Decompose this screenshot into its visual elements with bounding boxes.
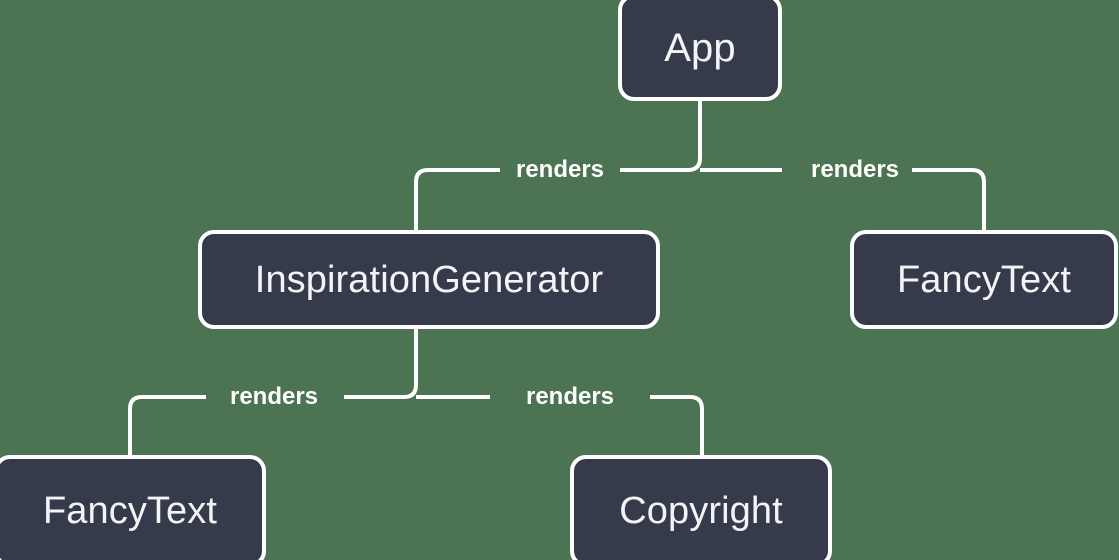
edge-label-inspiration-to-fancytext-left: renders: [229, 383, 319, 410]
node-fancytext-right[interactable]: FancyText: [850, 230, 1118, 329]
edge-app-to-inspiration-left-run: [414, 168, 500, 230]
node-app[interactable]: App: [618, 0, 782, 101]
node-fancytext-left[interactable]: FancyText: [0, 455, 266, 560]
edge-inspiration-to-copyright-elbow: [650, 395, 704, 455]
node-copyright-label: Copyright: [619, 490, 783, 532]
node-fancytext-left-label: FancyText: [42, 490, 218, 532]
edge-app-stem: [620, 101, 702, 172]
edge-app-to-fancytext-right-elbow: [912, 168, 986, 230]
node-inspiration-generator-label: InspirationGenerator: [254, 258, 604, 301]
edge-inspiration-to-fancytext-left-run: [128, 395, 206, 455]
edge-label-app-to-inspiration: renders: [515, 156, 605, 183]
edge-label-inspiration-to-copyright: renders: [525, 383, 615, 410]
node-inspiration-generator[interactable]: InspirationGenerator: [198, 230, 660, 329]
node-app-label: App: [664, 25, 736, 70]
node-copyright[interactable]: Copyright: [570, 455, 832, 560]
node-fancytext-right-label: FancyText: [896, 258, 1072, 301]
edge-inspiration-stem: [344, 329, 418, 399]
edge-label-app-to-fancytext-right: renders: [810, 156, 900, 183]
